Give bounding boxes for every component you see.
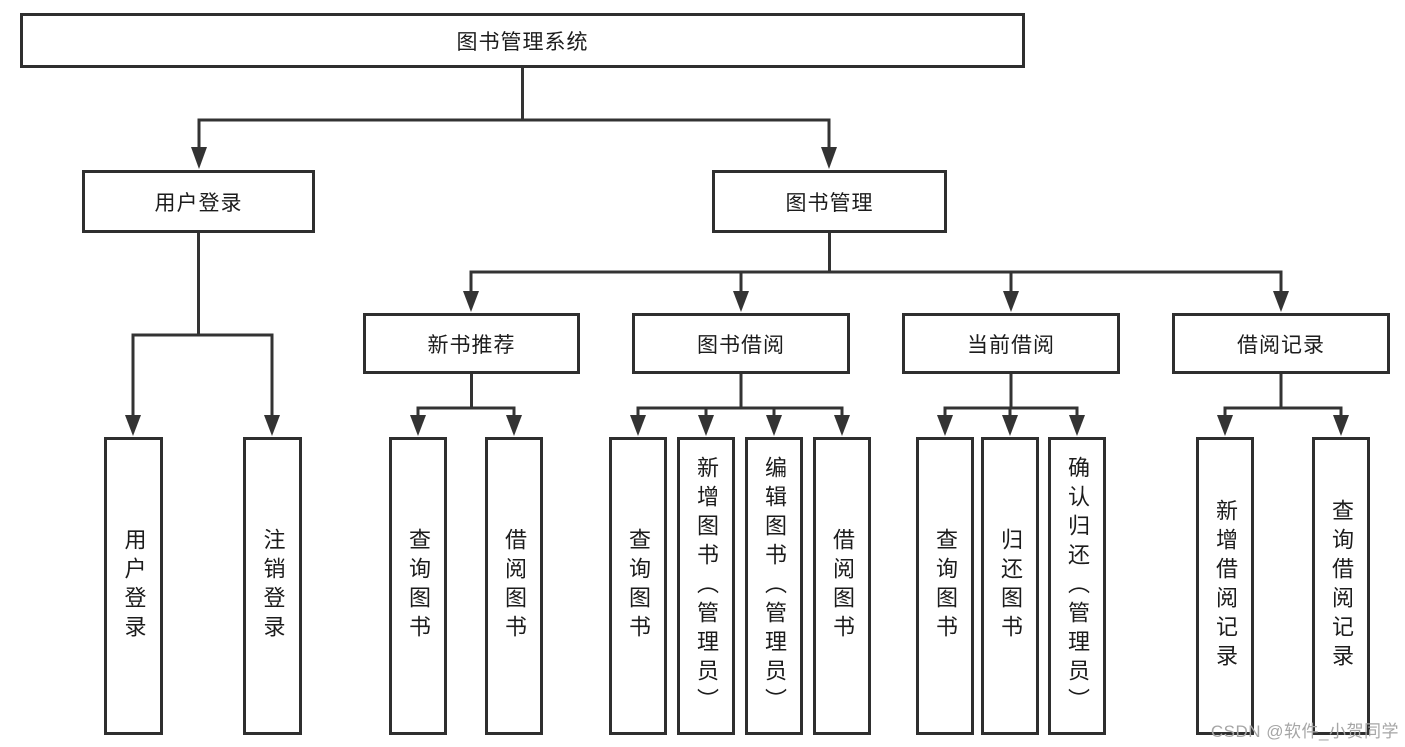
node-current-borrow: 当前借阅 [902, 313, 1120, 374]
leaf-newbook-query: 查询图书 [389, 437, 447, 735]
connector-root-to-level2 [191, 68, 837, 169]
connector-user-login-to-leaves [125, 233, 280, 436]
leaf-borrow-edit-admin-label: 编辑图书（管理员） [762, 455, 787, 717]
leaf-borrow-add-admin-label: 新增图书（管理员） [694, 455, 719, 717]
leaf-borrow-edit-admin: 编辑图书（管理员） [745, 437, 803, 735]
node-borrow-record: 借阅记录 [1172, 313, 1390, 374]
leaf-record-query: 查询借阅记录 [1312, 437, 1370, 735]
leaf-user-login: 用户登录 [104, 437, 163, 735]
leaf-record-add: 新增借阅记录 [1196, 437, 1254, 735]
node-new-book-rec-label: 新书推荐 [427, 333, 516, 357]
leaf-user-login-label: 用户登录 [121, 528, 147, 644]
node-new-book-rec: 新书推荐 [363, 313, 580, 374]
leaf-borrow-query-label: 查询图书 [626, 528, 651, 644]
leaf-confirm-return-admin-label: 确认归还（管理员） [1065, 455, 1090, 717]
connector-current-borrow-to-leaves [937, 374, 1085, 436]
watermark: CSDN @软件_小贺同学 [1210, 722, 1399, 741]
leaf-newbook-borrow: 借阅图书 [485, 437, 543, 735]
connector-book-borrow-to-leaves [630, 374, 850, 436]
leaf-borrow-add-admin: 新增图书（管理员） [677, 437, 735, 735]
leaf-record-add-label: 新增借阅记录 [1213, 499, 1238, 673]
node-borrow-record-label: 借阅记录 [1237, 333, 1325, 357]
node-user-login: 用户登录 [82, 170, 315, 233]
leaf-confirm-return-admin: 确认归还（管理员） [1048, 437, 1106, 735]
leaf-logout: 注销登录 [243, 437, 302, 735]
leaf-newbook-query-label: 查询图书 [406, 528, 431, 644]
node-user-login-label: 用户登录 [154, 191, 243, 215]
leaf-newbook-borrow-label: 借阅图书 [502, 528, 527, 644]
node-root: 图书管理系统 [20, 13, 1025, 68]
connector-borrow-record-to-leaves [1217, 374, 1349, 436]
leaf-return-book-label: 归还图书 [998, 528, 1023, 644]
node-root-label: 图书管理系统 [456, 30, 589, 54]
leaf-current-query-label: 查询图书 [933, 528, 958, 644]
leaf-record-query-label: 查询借阅记录 [1329, 499, 1354, 673]
node-book-mgmt: 图书管理 [712, 170, 947, 233]
leaf-borrow-book-label: 借阅图书 [830, 528, 855, 644]
leaf-return-book: 归还图书 [981, 437, 1039, 735]
node-book-borrow: 图书借阅 [632, 313, 850, 374]
leaf-current-query: 查询图书 [916, 437, 974, 735]
leaf-borrow-query: 查询图书 [609, 437, 667, 735]
node-book-borrow-label: 图书借阅 [697, 333, 785, 357]
leaf-borrow-book: 借阅图书 [813, 437, 871, 735]
node-book-mgmt-label: 图书管理 [785, 191, 874, 215]
node-current-borrow-label: 当前借阅 [967, 333, 1055, 357]
leaf-logout-label: 注销登录 [260, 528, 286, 644]
connector-new-book-to-leaves [410, 374, 522, 436]
connector-book-mgmt-to-level3 [463, 233, 1289, 312]
